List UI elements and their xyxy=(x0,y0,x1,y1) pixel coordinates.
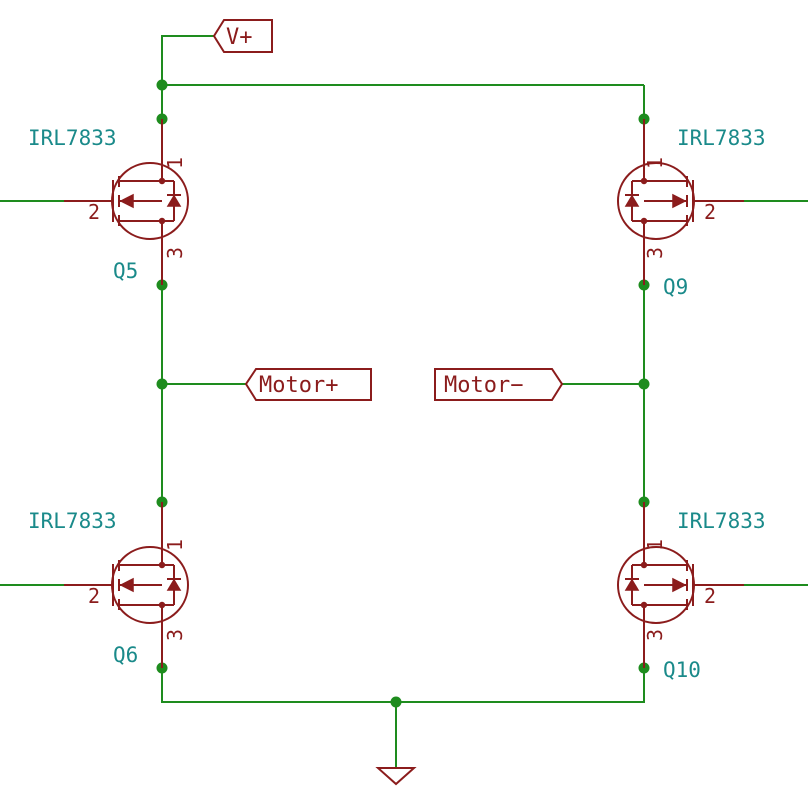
mosfet-q5[interactable]: 1 2 3 xyxy=(64,119,189,285)
junction-node[interactable] xyxy=(156,378,168,390)
wire-bottom-rail[interactable] xyxy=(161,668,645,703)
wires xyxy=(0,35,808,768)
junctions xyxy=(156,79,650,708)
label-motor-plus[interactable]: Motor+ xyxy=(244,368,372,401)
mosfet-q10[interactable] xyxy=(617,502,744,668)
junction-node[interactable] xyxy=(638,378,650,390)
pin-number-source: 3 xyxy=(163,247,187,259)
pin-number-source: 3 xyxy=(163,629,187,641)
label-motor-plus-box xyxy=(244,368,372,401)
ref-value-q9: IRL7833 xyxy=(677,126,766,150)
mosfet-q6[interactable]: 1 2 3 xyxy=(64,502,189,668)
pin-number-drain: 1 xyxy=(643,157,667,169)
ref-value-q10: IRL7833 xyxy=(677,509,766,533)
label-vplus-box xyxy=(212,19,273,53)
pin-number-gate: 2 xyxy=(88,200,100,224)
ref-designator-q9: Q9 xyxy=(663,275,688,299)
label-vplus-text: V+ xyxy=(226,25,253,50)
junction-node[interactable] xyxy=(390,696,402,708)
ref-designator-q10: Q10 xyxy=(663,658,701,682)
ground-icon[interactable] xyxy=(375,767,417,786)
ref-value-q5: IRL7833 xyxy=(28,126,117,150)
label-vplus[interactable]: V+ xyxy=(212,19,273,53)
ref-designator-q6: Q6 xyxy=(113,643,138,667)
ref-value-q6: IRL7833 xyxy=(28,509,117,533)
ref-designator-q5: Q5 xyxy=(113,259,138,283)
pin-number-gate: 2 xyxy=(704,200,716,224)
pin-number-drain: 1 xyxy=(163,539,187,551)
pin-number-drain: 1 xyxy=(643,539,667,551)
label-motor-plus-text: Motor+ xyxy=(259,373,338,398)
label-motor-minus-box xyxy=(434,368,564,401)
pin-number-gate: 2 xyxy=(704,584,716,608)
mosfet-q9[interactable] xyxy=(617,119,744,285)
junction-node[interactable] xyxy=(156,79,168,91)
pin-number-source: 3 xyxy=(643,247,667,259)
pin-number-drain: 1 xyxy=(163,157,187,169)
label-motor-minus-text: Motor− xyxy=(444,373,523,398)
wire-vplus-feed[interactable] xyxy=(161,35,214,85)
pin-number-gate: 2 xyxy=(88,584,100,608)
label-motor-minus[interactable]: Motor− xyxy=(434,368,564,401)
pin-number-source: 3 xyxy=(643,629,667,641)
